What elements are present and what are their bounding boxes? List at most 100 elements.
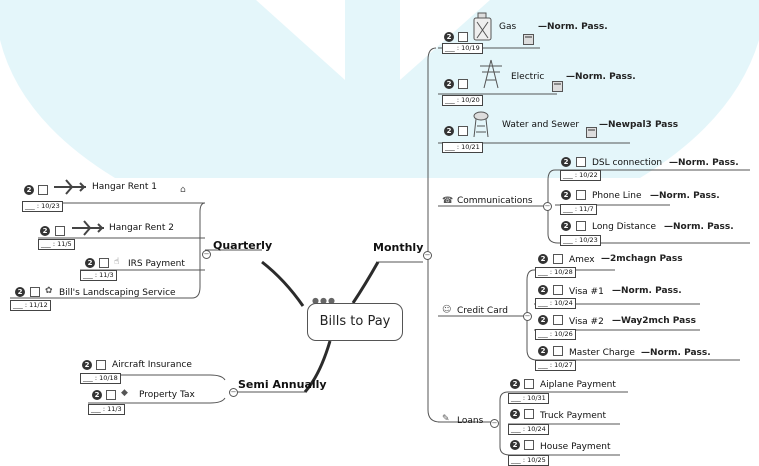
task-checkbox[interactable]: [99, 258, 109, 268]
priority-icon: 2: [15, 287, 25, 297]
priority-icon: 2: [444, 126, 454, 136]
task-checkbox[interactable]: [458, 79, 468, 89]
task-checkbox[interactable]: [576, 190, 586, 200]
task-checkbox[interactable]: [553, 346, 563, 356]
master-charge-due-date[interactable]: ___ : 10/27: [535, 360, 576, 371]
priority-icon: 2: [24, 185, 34, 195]
task-checkbox[interactable]: [106, 390, 116, 400]
collapse-semi-icon[interactable]: −: [229, 388, 238, 397]
master-charge-label[interactable]: Master Charge: [569, 348, 635, 358]
priority-icon: 2: [538, 315, 548, 325]
property-tax-due-date[interactable]: ___ : 11/3: [88, 404, 125, 415]
house-payment-due-date[interactable]: ___ : 10/25: [508, 455, 549, 466]
priority-icon: 2: [85, 258, 95, 268]
task-checkbox[interactable]: [458, 32, 468, 42]
collapse-loans-icon[interactable]: −: [490, 419, 499, 428]
airplane-payment-due-date[interactable]: ___ : 10/31: [508, 393, 549, 404]
long-distance-label[interactable]: Long Distance: [592, 222, 656, 232]
power-tower-icon: [480, 59, 502, 89]
phone-line-label[interactable]: Phone Line: [592, 191, 642, 201]
task-checkbox[interactable]: [96, 360, 106, 370]
aircraft-insurance-label[interactable]: Aircraft Insurance: [112, 360, 192, 370]
irs-payment-label[interactable]: IRS Payment: [128, 259, 185, 269]
credit-card-label[interactable]: Credit Card: [457, 306, 508, 316]
priority-icon: 2: [538, 285, 548, 295]
gas-password: —Norm. Pass.: [538, 22, 608, 32]
visa2-due-date[interactable]: ___ : 10/26: [535, 329, 576, 340]
branch-quarterly[interactable]: Quarterly: [213, 239, 273, 252]
collapse-communications-icon[interactable]: −: [543, 202, 552, 211]
hangar-rent-1-due-date[interactable]: ___ : 10/23: [22, 201, 63, 212]
water-due-date[interactable]: ___ : 10/21: [442, 142, 483, 153]
priority-icon: 2: [510, 440, 520, 450]
landscaping-due-date[interactable]: ___ : 11/12: [10, 300, 51, 311]
task-checkbox[interactable]: [55, 226, 65, 236]
branch-monthly[interactable]: Monthly: [373, 241, 424, 254]
visa1-due-date[interactable]: ___ : 10/24: [535, 298, 576, 309]
hangar-rent-2-label[interactable]: Hangar Rent 2: [109, 223, 174, 233]
task-checkbox[interactable]: [30, 287, 40, 297]
priority-icon: 2: [538, 346, 548, 356]
truck-payment-due-date[interactable]: ___ : 10/24: [508, 424, 549, 435]
irs-payment-due-date[interactable]: ___ : 11/3: [80, 270, 117, 281]
calculator-icon: [586, 127, 597, 138]
communications-label[interactable]: Communications: [457, 196, 533, 206]
task-checkbox[interactable]: [524, 409, 534, 419]
central-topic[interactable]: Bills to Pay: [307, 303, 403, 341]
gas-label[interactable]: Gas: [499, 22, 517, 32]
airplane-payment-label[interactable]: Aiplane Payment: [540, 380, 616, 390]
dsl-due-date[interactable]: ___ : 10/22: [560, 170, 601, 181]
gas-pass-text: Norm. Pass.: [547, 22, 608, 32]
task-checkbox[interactable]: [553, 254, 563, 264]
task-checkbox[interactable]: [524, 379, 534, 389]
priority-icon: 2: [510, 409, 520, 419]
center-dots: ●●●: [312, 296, 336, 305]
long-distance-password: —Norm. Pass.: [664, 222, 734, 232]
priority-icon: 2: [40, 226, 50, 236]
dsl-password: —Norm. Pass.: [669, 158, 739, 168]
task-checkbox[interactable]: [576, 157, 586, 167]
water-label[interactable]: Water and Sewer: [502, 120, 580, 130]
aircraft-insurance-due-date[interactable]: ___ : 10/18: [80, 373, 121, 384]
hangar-rent-1-label[interactable]: Hangar Rent 1: [92, 182, 157, 192]
collapse-quarterly-icon[interactable]: −: [202, 250, 211, 259]
calculator-icon: [523, 34, 534, 45]
visa2-label[interactable]: Visa #2: [569, 317, 604, 327]
task-checkbox[interactable]: [576, 221, 586, 231]
gas-can-icon: [473, 12, 492, 41]
task-checkbox[interactable]: [38, 185, 48, 195]
master-charge-pass-text: Norm. Pass.: [650, 348, 711, 358]
priority-icon: 2: [561, 157, 571, 167]
electric-due-date[interactable]: ___ : 10/20: [442, 95, 483, 106]
hangar-rent-2-due-date[interactable]: ___ : 11/5: [38, 239, 75, 250]
long-distance-due-date[interactable]: ___ : 10/23: [560, 235, 601, 246]
calculator-icon: [552, 81, 563, 92]
property-tax-label[interactable]: Property Tax: [139, 390, 195, 400]
amex-due-date[interactable]: ___ : 10/28: [535, 267, 576, 278]
house-payment-label[interactable]: House Payment: [540, 442, 611, 452]
task-checkbox[interactable]: [524, 440, 534, 450]
branch-semi-annually[interactable]: Semi Annually: [238, 378, 327, 391]
loans-icon: ✎: [442, 414, 450, 424]
tag-icon: ⌂: [180, 185, 186, 195]
priority-icon: 2: [444, 79, 454, 89]
loans-label[interactable]: Loans: [457, 416, 484, 426]
task-checkbox[interactable]: [553, 285, 563, 295]
landscaping-label[interactable]: Bill's Landscaping Service: [59, 288, 176, 298]
collapse-monthly-icon[interactable]: −: [423, 251, 432, 260]
water-pass-text: Newpal3 Pass: [608, 120, 679, 130]
collapse-credit-icon[interactable]: −: [523, 312, 532, 321]
phone-line-due-date[interactable]: ___ : 11/7: [560, 204, 597, 215]
task-checkbox[interactable]: [553, 315, 563, 325]
amex-label[interactable]: Amex: [569, 255, 595, 265]
dsl-label[interactable]: DSL connection: [592, 158, 663, 168]
truck-payment-label[interactable]: Truck Payment: [540, 411, 607, 421]
phone-line-password: —Norm. Pass.: [650, 191, 720, 201]
task-checkbox[interactable]: [458, 126, 468, 136]
visa2-password: —Way2mch Pass: [612, 316, 696, 326]
electric-password: —Norm. Pass.: [566, 72, 636, 82]
gas-due-date[interactable]: ___ : 10/19: [442, 43, 483, 54]
amex-pass-text: 2mchagn Pass: [610, 254, 683, 264]
electric-label[interactable]: Electric: [511, 72, 545, 82]
visa1-label[interactable]: Visa #1: [569, 287, 604, 297]
